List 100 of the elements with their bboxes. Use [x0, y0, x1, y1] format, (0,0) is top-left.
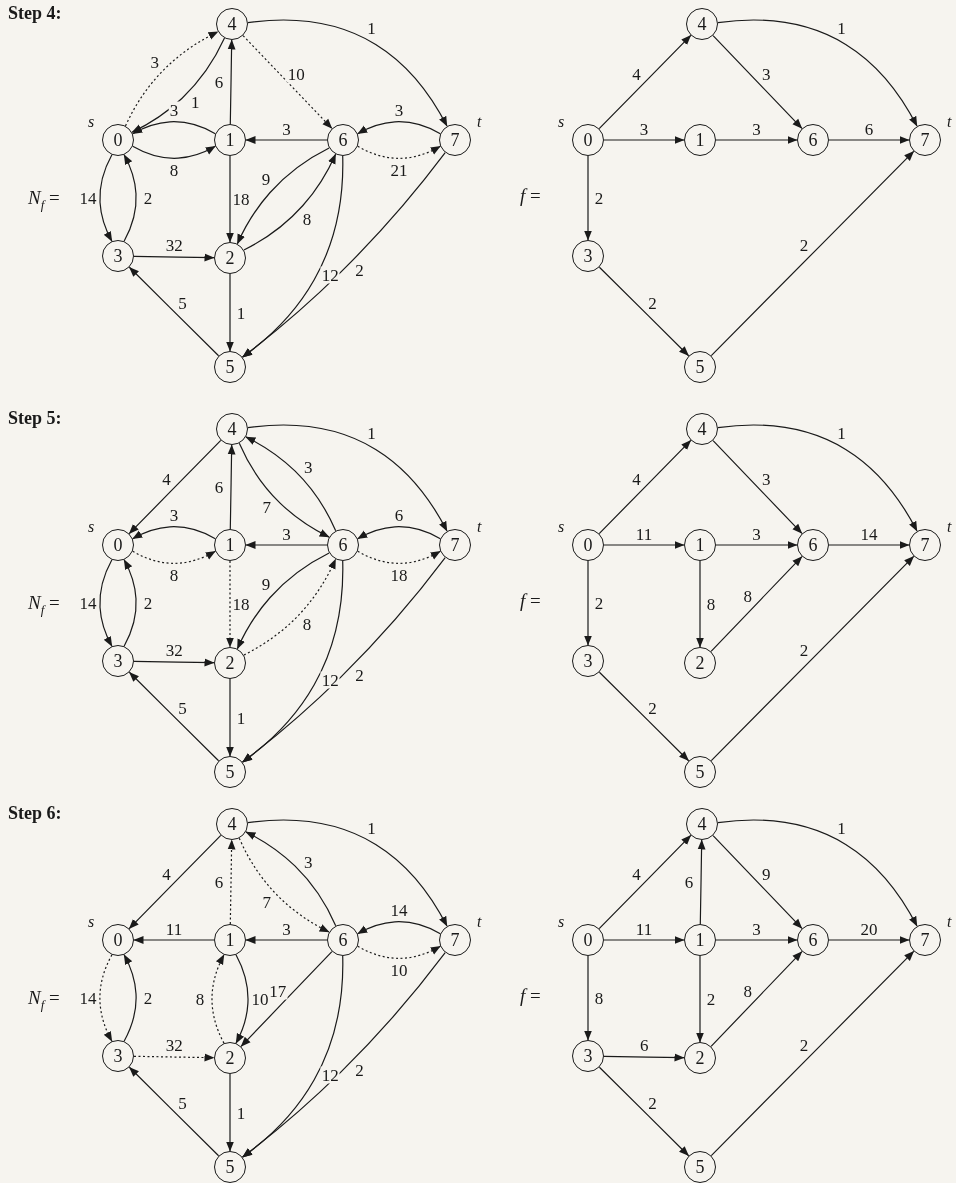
node-circle: 4	[216, 8, 248, 40]
arrow	[132, 550, 216, 564]
arrow	[710, 951, 803, 1047]
node-circle: 4	[216, 808, 248, 840]
edge-label: 12	[320, 266, 340, 284]
node-circle: 1	[684, 124, 716, 156]
formula-label: f =	[520, 186, 541, 205]
arrow	[598, 439, 692, 535]
node-circle: 7	[909, 529, 941, 561]
node-circle: 5	[684, 351, 716, 383]
node-circle: 1	[684, 529, 716, 561]
arrow	[710, 555, 915, 762]
arrow	[211, 954, 225, 1044]
arrow	[123, 559, 137, 647]
arrow	[247, 424, 448, 532]
edge-label: 3	[168, 101, 180, 119]
arrow	[227, 39, 236, 125]
node-circle: 3	[572, 240, 604, 272]
arrow	[245, 936, 328, 944]
arrow	[712, 440, 803, 534]
node-circle: 1	[214, 529, 246, 561]
arrow	[828, 936, 910, 944]
node-circle: 0	[102, 924, 134, 956]
node-circle: 2	[214, 242, 246, 274]
node-annotation: s	[558, 114, 565, 130]
node-circle: 3	[572, 1040, 604, 1072]
node-circle: 4	[216, 413, 248, 445]
arrow	[226, 560, 234, 648]
arrow	[598, 266, 690, 357]
node-circle: 0	[102, 529, 134, 561]
arrow	[242, 35, 333, 129]
arrow	[99, 154, 113, 242]
node-circle: 7	[439, 924, 471, 956]
arrow	[226, 273, 234, 352]
arrow	[133, 658, 215, 667]
formula-label: N$_{f}$ =	[28, 593, 60, 616]
node-circle: 0	[572, 924, 604, 956]
arrow	[242, 152, 446, 358]
arrow	[828, 541, 910, 549]
arrow	[99, 954, 113, 1042]
arrow	[243, 558, 337, 656]
arrow	[603, 936, 685, 944]
node-circle: 2	[684, 647, 716, 679]
arrow	[697, 839, 706, 925]
arrow	[584, 155, 592, 241]
arrow	[245, 436, 337, 532]
node-circle: 4	[686, 413, 718, 445]
node-annotation: t	[477, 519, 482, 535]
node-circle: 6	[327, 924, 359, 956]
node-circle: 6	[327, 124, 359, 156]
arrow	[584, 560, 592, 646]
arrow	[598, 34, 692, 130]
arrow	[245, 136, 328, 144]
arrow	[124, 31, 219, 127]
node-circle: 6	[797, 124, 829, 156]
arrow	[236, 552, 330, 650]
arrow	[128, 266, 220, 357]
arrow	[696, 955, 704, 1043]
arrow	[238, 837, 330, 933]
arrow	[128, 834, 222, 930]
node-circle: 7	[439, 529, 471, 561]
node-circle: 6	[327, 529, 359, 561]
node-annotation: s	[88, 519, 95, 535]
node-annotation: s	[88, 114, 95, 130]
arrow	[712, 35, 803, 129]
step-heading: Step 5:	[8, 409, 62, 427]
arrow	[243, 153, 337, 251]
arrow	[238, 442, 330, 538]
node-circle: 0	[572, 529, 604, 561]
arrow	[133, 936, 215, 944]
arrow	[240, 951, 333, 1047]
node-circle: 7	[909, 924, 941, 956]
arrow	[717, 424, 918, 532]
arrow	[123, 954, 137, 1042]
arrow	[247, 819, 448, 927]
node-circle: 2	[214, 1042, 246, 1074]
arrow	[226, 1073, 234, 1152]
node-annotation: t	[947, 519, 952, 535]
arrow	[242, 955, 344, 1158]
formula-label: f =	[520, 591, 541, 610]
formula-label: N$_{f}$ =	[28, 988, 60, 1011]
arrow	[133, 253, 215, 262]
arrow	[99, 559, 113, 647]
node-circle: 7	[439, 124, 471, 156]
node-circle: 1	[214, 924, 246, 956]
arrow	[242, 952, 446, 1158]
arrow	[603, 136, 685, 144]
edge-label: 12	[320, 1066, 340, 1084]
arrow	[227, 444, 236, 530]
arrow	[128, 671, 220, 762]
step-heading: Step 6:	[8, 804, 62, 822]
arrow	[717, 819, 918, 927]
arrow	[696, 560, 704, 648]
arrow	[717, 19, 918, 127]
node-circle: 5	[684, 756, 716, 788]
arrow	[227, 839, 236, 925]
arrow	[235, 954, 249, 1044]
node-annotation: t	[947, 114, 952, 130]
arrow	[245, 831, 337, 927]
arrow	[128, 439, 222, 535]
